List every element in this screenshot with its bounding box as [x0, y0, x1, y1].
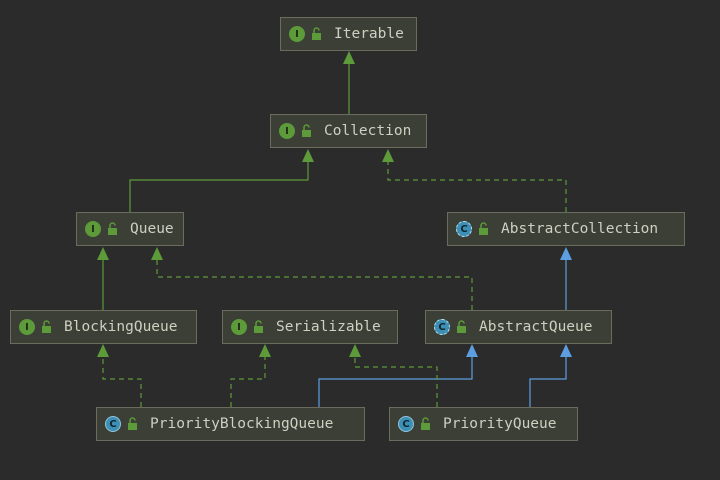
interface-icon: I: [19, 319, 35, 335]
unlocked-icon: [108, 222, 117, 235]
node-collection[interactable]: I Collection: [270, 114, 427, 148]
node-priority-queue[interactable]: C PriorityQueue: [389, 407, 578, 441]
interface-icon: I: [85, 221, 101, 237]
unlocked-icon: [42, 320, 51, 333]
class-icon: C: [398, 416, 414, 432]
unlocked-icon: [457, 320, 466, 333]
abstract-class-icon: C: [434, 319, 450, 335]
edge-pbq-extends-abstractqueue: [318, 344, 478, 407]
edge-priorityqueue-implements-serializable: [349, 344, 438, 407]
unlocked-icon: [254, 320, 263, 333]
node-label: BlockingQueue: [64, 319, 178, 335]
node-abstract-queue[interactable]: C AbstractQueue: [425, 310, 612, 344]
edge-abstractqueue-implements-queue: [151, 247, 473, 310]
unlocked-icon: [312, 27, 321, 40]
node-queue[interactable]: I Queue: [76, 212, 184, 246]
unlocked-icon: [421, 417, 430, 430]
node-label: PriorityBlockingQueue: [150, 416, 334, 432]
node-label: Iterable: [334, 26, 404, 42]
edge-pbq-implements-blockingqueue: [97, 344, 142, 407]
edge-abstractcollection-implements-collection: [382, 149, 567, 212]
interface-icon: I: [279, 123, 295, 139]
node-label: Queue: [130, 221, 174, 237]
abstract-class-icon: C: [456, 221, 472, 237]
node-iterable[interactable]: I Iterable: [280, 17, 417, 51]
node-abstract-collection[interactable]: C AbstractCollection: [447, 212, 685, 246]
edge-blockingqueue-extends-queue: [97, 247, 109, 310]
node-label: Serializable: [276, 319, 381, 335]
edge-priorityqueue-extends-abstractqueue: [529, 344, 572, 407]
interface-icon: I: [231, 319, 247, 335]
class-icon: C: [105, 416, 121, 432]
unlocked-icon: [302, 124, 311, 137]
node-label: PriorityQueue: [443, 416, 557, 432]
unlocked-icon: [128, 417, 137, 430]
interface-icon: I: [289, 26, 305, 42]
node-label: AbstractQueue: [479, 319, 593, 335]
node-blocking-queue[interactable]: I BlockingQueue: [10, 310, 197, 344]
edge-queue-extends-collection: [129, 149, 314, 212]
node-label: AbstractCollection: [501, 221, 659, 237]
node-label: Collection: [324, 123, 412, 139]
edge-collection-extends-iterable: [343, 51, 355, 114]
node-priority-blocking-queue[interactable]: C PriorityBlockingQueue: [96, 407, 365, 441]
node-serializable[interactable]: I Serializable: [222, 310, 398, 344]
edge-pbq-implements-serializable: [230, 344, 271, 407]
edge-abstractqueue-extends-abstractcollection: [560, 247, 572, 310]
unlocked-icon: [479, 222, 488, 235]
